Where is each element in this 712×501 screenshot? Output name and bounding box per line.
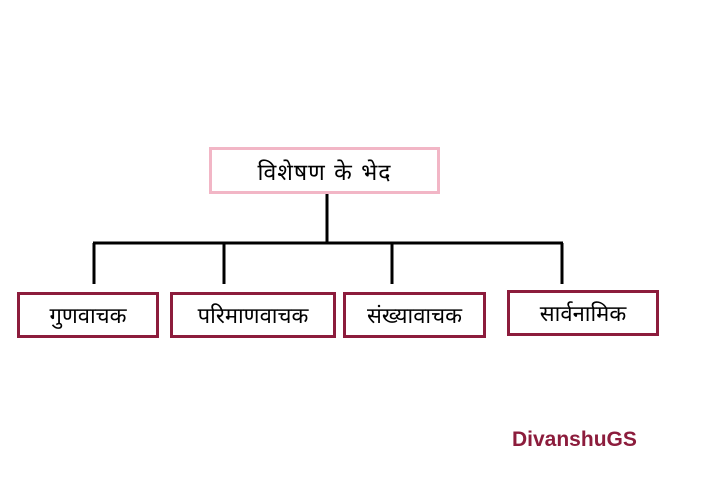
child-node-label: गुणवाचक [49,304,127,329]
child-node-parimanvachak: परिमाणवाचक [170,292,336,338]
watermark-text: DivanshuGS [512,428,637,451]
child-node-label: सार्वनामिक [539,302,627,327]
child-node-gunvachak: गुणवाचक [17,292,159,338]
root-node-label: विशेषण के भेद [257,159,392,186]
child-node-sankhyavachak: संख्यावाचक [343,292,486,338]
root-node: विशेषण के भेद [209,147,440,194]
child-node-label: संख्यावाचक [367,304,462,329]
child-node-label: परिमाणवाचक [197,304,309,329]
child-node-sarvanamik: सार्वनामिक [507,290,659,336]
